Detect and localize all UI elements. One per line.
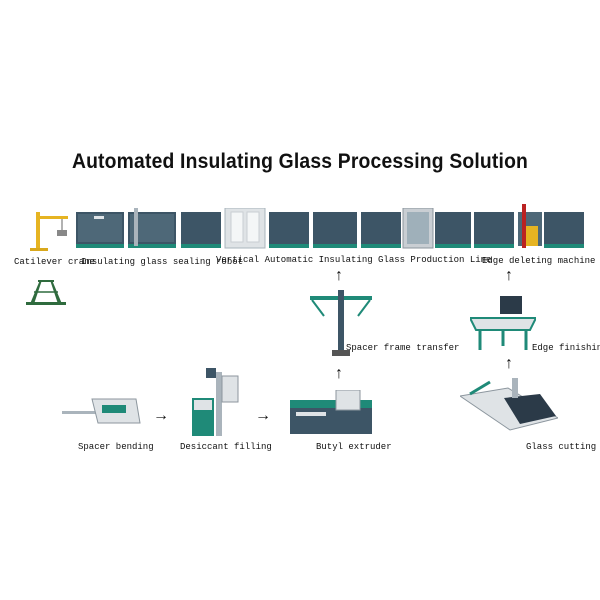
label-edge-deleting: Edge deleting machine xyxy=(482,256,596,266)
label-production-line: Vertical Automatic Insulating Glass Prod… xyxy=(216,255,492,265)
label-glass-cutting: Glass cutting xyxy=(526,442,597,452)
label-spacer-transfer: Spacer frame transfer xyxy=(346,343,460,353)
edge-finishing-image xyxy=(470,296,536,352)
arrow-right-1: → xyxy=(153,407,169,424)
diagram-title: Automated Insulating Glass Processing So… xyxy=(71,150,529,173)
label-butyl-extruder: Butyl extruder xyxy=(316,442,392,452)
glass-rack-image xyxy=(24,276,68,308)
butyl-extruder-image xyxy=(290,390,372,436)
spacer-bending-image xyxy=(62,393,142,429)
label-sealing-robot: Insulating glass sealing robot xyxy=(81,257,244,267)
sealing-robot-image xyxy=(76,208,178,250)
arrow-right-2: → xyxy=(255,407,271,424)
label-desiccant-filling: Desiccant filling xyxy=(180,442,272,452)
label-spacer-bending: Spacer bending xyxy=(78,442,154,452)
label-cantilever-crane: Catilever crane xyxy=(14,257,96,267)
glass-cutting-image xyxy=(460,378,558,436)
spacer-frame-transfer-image xyxy=(310,290,372,360)
desiccant-filling-image xyxy=(186,368,242,438)
production-line-image xyxy=(181,208,471,250)
arrow-up-to-edge-finishing: ↑ xyxy=(505,355,513,372)
edge-deleting-machine-image xyxy=(474,204,586,250)
arrow-up-to-edge-deleting: ↑ xyxy=(505,267,513,284)
arrow-up-to-production-line: ↑ xyxy=(335,267,343,284)
cantilever-crane-image xyxy=(22,210,72,252)
label-edge-finishing: Edge finishing xyxy=(532,343,600,353)
arrow-up-to-spacer-transfer: ↑ xyxy=(335,365,343,382)
